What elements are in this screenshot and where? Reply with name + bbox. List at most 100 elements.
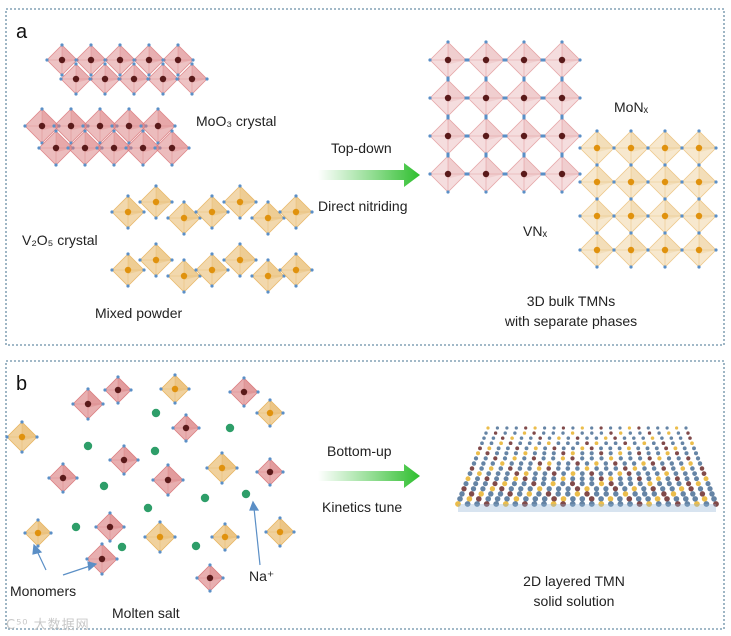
na-ion (143, 503, 153, 513)
mixed-powder-label: Mixed powder (95, 305, 182, 321)
vnx-octahedron (578, 129, 616, 167)
v-monomer (264, 516, 296, 548)
monx-octahedron (542, 40, 582, 80)
arrow-b-bottom-label: Kinetics tune (322, 499, 402, 515)
panel-b-letter: b (16, 373, 27, 395)
monx-octahedron (428, 40, 468, 80)
arrow-a-top-label: Top-down (331, 140, 392, 156)
v-monomer (205, 451, 239, 485)
na-ion (150, 446, 160, 456)
moo3-octahedron (175, 62, 209, 96)
moo3-octahedron (45, 43, 79, 77)
moo3-octahedron (95, 129, 133, 167)
na-ion (191, 541, 201, 551)
mo-monomer (151, 463, 185, 497)
moo3-octahedron (74, 43, 108, 77)
monx-octahedron (466, 78, 506, 118)
mo-monomer (94, 511, 126, 543)
mo-monomer (171, 413, 201, 443)
result-b-line1: 2D layered TMN (523, 573, 625, 589)
na-ion (241, 489, 251, 499)
mo-monomer (71, 387, 105, 421)
result-a-line1: 3D bulk TMNs (527, 293, 615, 309)
na-ion (83, 441, 93, 451)
na-ion (225, 423, 235, 433)
panel-a-frame (5, 8, 725, 346)
na-ion-label: Na⁺ (249, 568, 274, 584)
vnx-octahedron (646, 163, 684, 201)
vnx-lattice (578, 129, 718, 269)
v-monomer (159, 373, 191, 405)
vnx-octahedron (578, 231, 616, 269)
na-ion (117, 542, 127, 552)
v2o5-octahedron (278, 194, 314, 230)
vnx-octahedron (680, 231, 718, 269)
panel-b-arrow (318, 464, 420, 488)
vnx-octahedron (612, 197, 650, 235)
vnx-octahedron (612, 163, 650, 201)
mo-monomer (108, 444, 140, 476)
v2o5-octahedron (194, 252, 230, 288)
v2o5-octahedron (250, 258, 286, 294)
moo3-octahedron (88, 62, 122, 96)
na-ion (71, 522, 81, 532)
vnx-octahedron (646, 197, 684, 235)
monx-octahedron (428, 154, 468, 194)
monx-lattice (428, 40, 582, 194)
mo-monomer (85, 542, 119, 576)
arrow-b-top-label: Bottom-up (327, 443, 392, 459)
v2o5-octahedron (222, 184, 258, 220)
vnx-octahedron (612, 231, 650, 269)
vnx-octahedron (578, 163, 616, 201)
v-monomer (143, 520, 177, 554)
v2o5-octahedron (110, 194, 146, 230)
layer-sheet-atoms (455, 426, 719, 507)
monomers-label: Monomers (10, 583, 76, 599)
panel-a-letter: a (16, 21, 28, 43)
monx-octahedron (466, 40, 506, 80)
panel-a-arrow (318, 163, 420, 187)
monomer-pointer-arrows (32, 543, 98, 576)
moo3-octahedron (146, 62, 180, 96)
panel-b-frame (5, 360, 725, 630)
v2o5-octahedron (222, 242, 258, 278)
monx-octahedron (542, 154, 582, 194)
vnx-octahedron (646, 231, 684, 269)
vnx-octahedron (646, 129, 684, 167)
moo3-octahedron (59, 62, 93, 96)
moo3-octahedron (139, 107, 177, 145)
monx-octahedron (466, 154, 506, 194)
v2o5-octahedron (194, 194, 230, 230)
moo3-octahedron (161, 43, 195, 77)
monx-octahedron (504, 78, 544, 118)
v-monomer (255, 398, 285, 428)
na-pointer-arrow (249, 500, 261, 566)
layered-tmn-sheet (455, 426, 719, 512)
monx-octahedron (428, 78, 468, 118)
monx-octahedron (504, 40, 544, 80)
v2o5-label: V₂O₅ crystal (22, 232, 98, 248)
vnx-octahedron (612, 129, 650, 167)
v2o5-octahedron (138, 242, 174, 278)
monomer-cluster (5, 373, 296, 593)
monx-label: MoNₓ (614, 99, 649, 115)
result-a-line2: with separate phases (504, 313, 637, 329)
v2o5-octahedron (250, 200, 286, 236)
monx-octahedron (428, 116, 468, 156)
moo3-octahedron (23, 107, 61, 145)
v-monomer (23, 518, 53, 548)
vnx-octahedron (680, 129, 718, 167)
vnx-octahedron (680, 163, 718, 201)
arrow-a-bottom-label: Direct nitriding (318, 198, 407, 214)
v-monomer (210, 522, 240, 552)
moo3-octahedron (132, 43, 166, 77)
v2o5-octahedron (138, 184, 174, 220)
na-ion (99, 481, 109, 491)
moo3-crystal-structure (23, 43, 209, 167)
mo-monomer (255, 457, 285, 487)
mo-monomer (47, 462, 79, 494)
na-ion (151, 408, 161, 418)
moo3-octahedron (117, 62, 151, 96)
monx-octahedron (504, 154, 544, 194)
